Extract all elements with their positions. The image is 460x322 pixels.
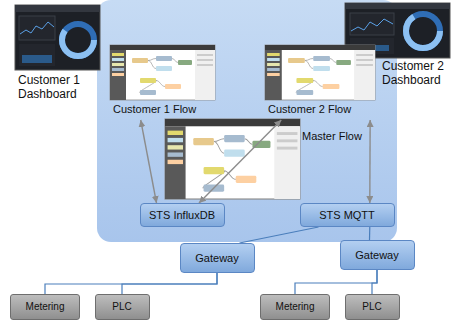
dashboard-bar <box>345 3 450 9</box>
label-block: Customer 1 Dashboard <box>18 74 100 102</box>
dashboard-picture <box>15 5 100 70</box>
label-block: Customer 2 Dashboard <box>382 60 454 88</box>
label-block: Customer 1 Flow <box>113 103 215 116</box>
node-label: Metering <box>26 301 65 313</box>
node-label: Master Flow <box>302 130 364 143</box>
node-label: Customer 1 Flow <box>113 103 215 116</box>
data-flow-arrow <box>199 120 281 203</box>
label-block: Master Flow <box>302 130 364 143</box>
node-label: PLC <box>362 301 381 313</box>
node-label: Gateway <box>355 249 398 262</box>
flow-screenshot: Customer 2 Flow <box>263 43 377 120</box>
dashboard-bar-chart <box>22 55 52 63</box>
dashboard-screen <box>15 5 100 70</box>
dashboard-trend <box>351 19 393 31</box>
dashboard-bar <box>15 5 100 12</box>
network-link <box>369 227 370 240</box>
dashboard-screenshot: Customer 1 Dashboard <box>12 3 104 104</box>
dashboard-panel <box>19 44 55 66</box>
node-label: STS InfluxDB <box>149 209 215 222</box>
field-bus-link <box>295 270 377 294</box>
dashboard-chart <box>19 16 55 40</box>
device-box: Metering <box>10 294 80 320</box>
flow-screenshot: Customer 1 Flow <box>108 43 217 120</box>
gateway-box: Gateway <box>340 240 415 270</box>
data-flow-arrow <box>369 120 371 203</box>
dashboard-gauge <box>62 24 94 56</box>
node-label: STS MQTT <box>319 209 375 222</box>
node-label: Customer 1 Dashboard <box>18 74 100 102</box>
network-link <box>240 227 319 243</box>
dashboard-chart <box>350 13 394 35</box>
flow-screenshot: Master Flow <box>163 117 364 202</box>
node-label: Customer 2 Flow <box>268 103 373 116</box>
field-bus-link <box>122 273 217 294</box>
dashboard-gauge-value <box>406 14 440 48</box>
dashboard-gauge <box>406 14 440 48</box>
node-label: Gateway <box>195 252 238 265</box>
field-bus-link <box>372 270 377 294</box>
node-label: PLC <box>112 301 131 313</box>
dashboard-trend <box>20 22 54 34</box>
label-block: Customer 2 Flow <box>268 103 373 116</box>
flow-editor-picture <box>110 45 215 100</box>
device-box: PLC <box>345 294 400 320</box>
device-box: Metering <box>260 294 330 320</box>
flow-editor-picture <box>165 119 300 199</box>
server-box: STS InfluxDB <box>140 203 225 227</box>
gateway-box: Gateway <box>180 243 255 273</box>
node-label: Metering <box>276 301 315 313</box>
device-box: PLC <box>95 294 150 320</box>
dashboard-gauge-value <box>62 24 94 56</box>
dashboard-screenshot: Customer 2 Dashboard <box>343 1 457 88</box>
flow-editor-picture <box>265 45 375 100</box>
server-box: STS MQTT <box>300 203 395 227</box>
data-flow-arrow <box>141 120 157 203</box>
field-bus-link <box>45 273 217 294</box>
node-label: Customer 2 Dashboard <box>382 60 454 88</box>
